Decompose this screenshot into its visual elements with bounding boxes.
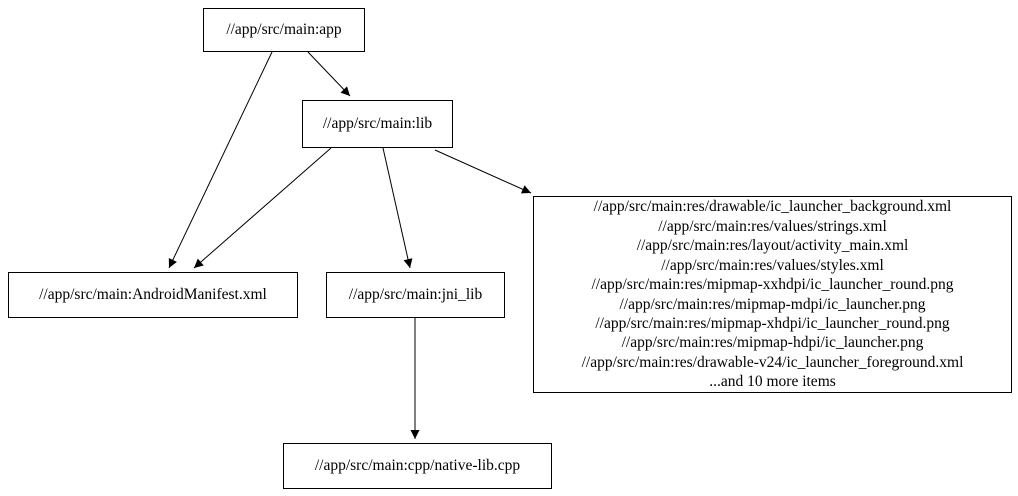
- edge-app-to-lib: [307, 51, 351, 97]
- node-lib-label: //app/src/main:lib: [322, 115, 433, 133]
- res-file-line: //app/src/main:res/values/strings.xml: [658, 217, 887, 235]
- res-file-line: //app/src/main:res/mipmap-xxhdpi/ic_laun…: [591, 276, 954, 294]
- node-jni-lib-target: //app/src/main:jni_lib: [326, 272, 505, 318]
- node-lib-target: //app/src/main:lib: [302, 100, 453, 148]
- edge-lib-to-res-group: [434, 149, 532, 194]
- node-res-file-group: //app/src/main:res/drawable/ic_launcher_…: [533, 196, 1012, 393]
- node-jni-lib-label: //app/src/main:jni_lib: [348, 286, 483, 304]
- edge-lib-to-manifest: [193, 147, 332, 269]
- node-android-manifest-label: //app/src/main:AndroidManifest.xml: [39, 286, 267, 304]
- res-file-line: //app/src/main:res/mipmap-xhdpi/ic_launc…: [595, 314, 950, 332]
- res-file-line: //app/src/main:res/mipmap-mdpi/ic_launch…: [619, 295, 926, 313]
- edge-lib-to-jni-lib: [382, 147, 413, 269]
- edge-app-to-manifest: [168, 51, 273, 269]
- node-native-lib-cpp: //app/src/main:cpp/native-lib.cpp: [283, 443, 552, 489]
- res-group-more-items-note: ...and 10 more items: [709, 373, 836, 391]
- res-file-line: //app/src/main:res/layout/activity_main.…: [636, 237, 909, 255]
- node-app-target: //app/src/main:app: [203, 8, 365, 52]
- res-file-line: //app/src/main:res/mipmap-hdpi/ic_launch…: [621, 334, 924, 352]
- res-file-line: //app/src/main:res/drawable-v24/ic_launc…: [581, 353, 964, 371]
- res-file-line: //app/src/main:res/drawable/ic_launcher_…: [593, 198, 952, 216]
- node-native-lib-cpp-label: //app/src/main:cpp/native-lib.cpp: [314, 457, 521, 475]
- node-android-manifest: //app/src/main:AndroidManifest.xml: [8, 272, 298, 318]
- res-file-line: //app/src/main:res/values/styles.xml: [661, 256, 884, 274]
- node-app-label: //app/src/main:app: [226, 21, 342, 39]
